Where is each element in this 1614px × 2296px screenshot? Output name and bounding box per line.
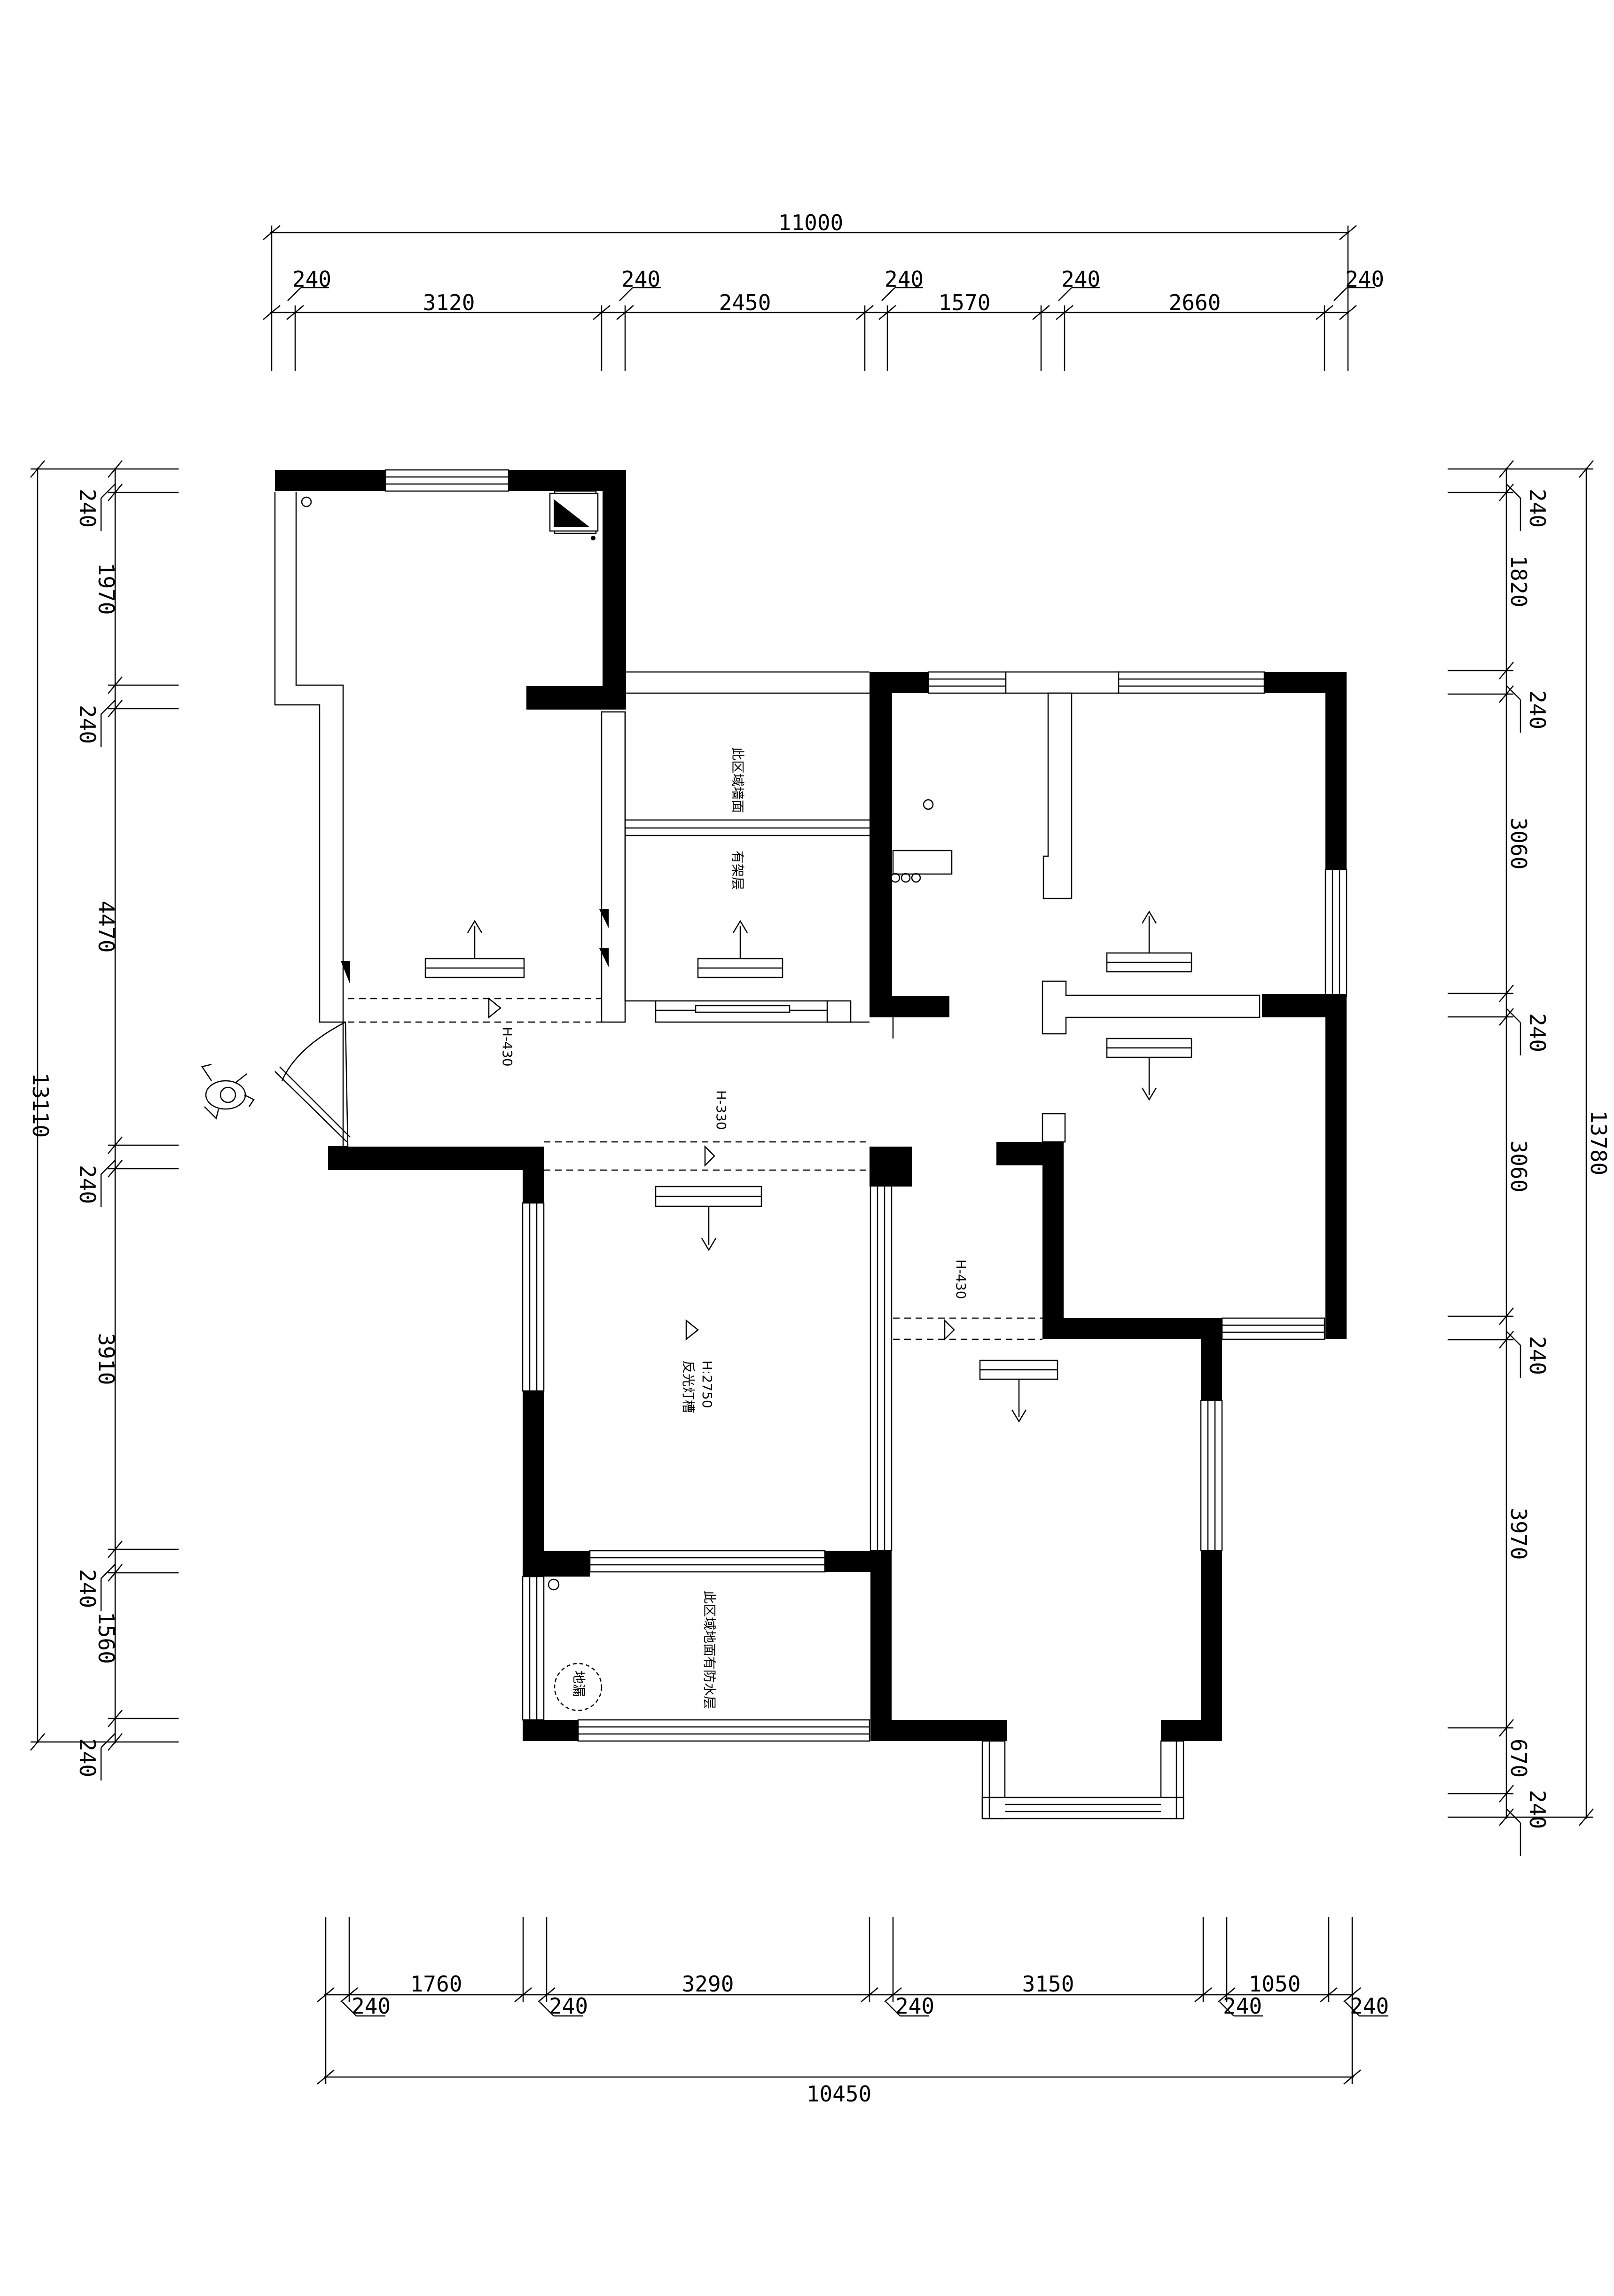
top-segment-dimension-4: 2660 <box>1169 290 1221 315</box>
bottom-wall-dimension-4: 240 <box>1223 1993 1262 2019</box>
left-wall-dimension-2: 240 <box>75 705 100 744</box>
floor-drain-label: 地漏 <box>571 1671 587 1697</box>
partitions <box>274 490 1261 1148</box>
bottom-wall-dimension-2: 240 <box>549 1993 588 2019</box>
right-segment-dimension-2: 3060 <box>1506 818 1531 870</box>
study-floor-note: 有架层 <box>730 851 745 890</box>
top-segment-dimension-1: 3120 <box>423 290 475 315</box>
entry-door <box>274 961 351 1142</box>
top-wall-dimension-4: 240 <box>1061 266 1100 292</box>
height-markers <box>488 997 955 1341</box>
living-ceiling-height-label: H:2750 <box>699 1360 715 1408</box>
left-wall-dimension-3: 240 <box>75 1165 100 1204</box>
bottom-segment-dimension-2: 3290 <box>682 1971 734 1997</box>
floor-drain <box>554 1663 603 1711</box>
right-wall-dimension-3: 240 <box>1525 1013 1550 1052</box>
structural-walls <box>275 470 1347 1741</box>
bottom-total-dimension: 10450 <box>807 2081 871 2107</box>
bottom-dimension-lines <box>317 1917 1388 2085</box>
windows <box>384 469 1348 1742</box>
right-wall-dimension-1: 240 <box>1525 489 1550 528</box>
left-wall-dimension-4: 240 <box>75 1569 100 1608</box>
bottom-wall-dimension-5: 240 <box>1350 1993 1389 2019</box>
bottom-segment-dimension-3: 3150 <box>1022 1971 1074 1997</box>
bottom-segment-dimension-1: 1760 <box>410 1971 462 1997</box>
right-wall-dimension-5: 240 <box>1525 1790 1550 1829</box>
right-segment-dimension-4: 3970 <box>1506 1508 1531 1560</box>
top-total-dimension: 11000 <box>778 210 843 235</box>
corridor-height-label: H-330 <box>713 1090 729 1130</box>
bottom-segment-dimension-4: 1050 <box>1249 1971 1301 1997</box>
left-wall-dimension-1: 240 <box>75 489 100 528</box>
left-segment-dimension-2: 4470 <box>94 901 119 953</box>
right-segment-dimension-3: 3060 <box>1506 1140 1531 1193</box>
living-ceiling-label: 反光灯槽 <box>681 1360 696 1413</box>
top-wall-dimension-5: 240 <box>1345 266 1384 292</box>
left-segment-dimension-4: 1560 <box>94 1612 119 1664</box>
left-segment-dimension-1: 1970 <box>94 563 119 615</box>
room-height-label: H-430 <box>953 1259 969 1299</box>
fixtures <box>301 492 934 1591</box>
right-dimension-lines <box>1448 460 1594 1856</box>
left-total-dimension: 13110 <box>28 1073 53 1138</box>
left-dimension-lines <box>30 460 179 1781</box>
top-segment-dimension-3: 1570 <box>939 290 991 315</box>
top-dimension-lines <box>263 225 1375 371</box>
entry-height-label: H-430 <box>500 1027 515 1067</box>
top-wall-dimension-1: 240 <box>292 266 331 292</box>
right-wall-dimension-2: 240 <box>1525 690 1550 729</box>
left-segment-dimension-3: 3910 <box>94 1333 119 1385</box>
study-ceiling-note: 此区域墙面 <box>730 747 745 813</box>
right-segment-dimension-5: 670 <box>1506 1739 1531 1778</box>
left-wall-dimension-5: 240 <box>75 1738 100 1777</box>
top-wall-dimension-3: 240 <box>885 266 924 292</box>
bottom-wall-dimension-1: 240 <box>352 1993 391 2019</box>
balcony-note: 此区域地面有防水层 <box>702 1591 717 1709</box>
radiators <box>424 910 1192 1423</box>
beam-lines <box>348 998 1042 1340</box>
bottom-wall-dimension-3: 240 <box>895 1993 934 2019</box>
bay-window <box>981 1740 1184 1820</box>
top-wall-dimension-2: 240 <box>621 266 660 292</box>
top-segment-dimension-2: 2450 <box>719 290 771 315</box>
right-segment-dimension-1: 1820 <box>1506 555 1531 608</box>
right-total-dimension: 13780 <box>1586 1110 1611 1175</box>
person-figure-icon <box>201 1063 255 1120</box>
right-wall-dimension-4: 240 <box>1525 1336 1550 1375</box>
